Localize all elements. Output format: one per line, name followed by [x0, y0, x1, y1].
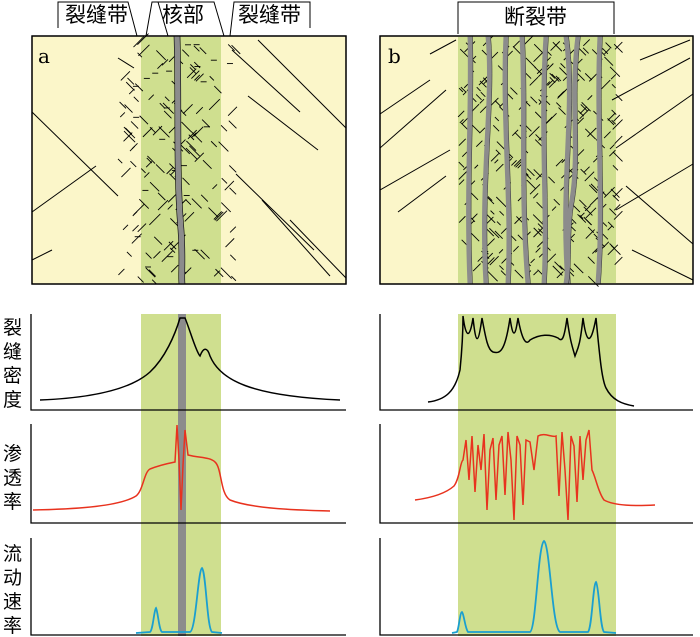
svg-text:透: 透: [3, 467, 22, 489]
panel-b-damage-zone: [458, 37, 616, 283]
panel-a-fault-core: [174, 35, 185, 285]
svg-text:率: 率: [3, 491, 22, 513]
row-label-permeability: 渗 透 率: [3, 443, 22, 513]
panel-a-flow-curve: [135, 566, 223, 634]
svg-text:度: 度: [3, 389, 22, 411]
panel-b-density-curve: [427, 315, 635, 407]
panel-a-fractures: [31, 33, 347, 285]
row-label-fracture-density: 裂 缝 密 度: [3, 317, 22, 411]
svg-text:动: 动: [3, 567, 22, 589]
panel-b-flow-curve: [451, 539, 617, 634]
panel-b-header: 断裂带: [457, 1, 615, 34]
panel-a-label-left: 裂缝带: [65, 3, 128, 27]
svg-text:密: 密: [3, 365, 22, 387]
panel-b-fault-cores: [466, 35, 604, 285]
svg-text:率: 率: [3, 615, 22, 637]
svg-text:缝: 缝: [3, 341, 22, 363]
panel-a-letter: a: [38, 44, 50, 68]
svg-text:流: 流: [3, 543, 22, 565]
panel-a-label-core: 核部: [162, 3, 204, 27]
panel-a-label-right: 裂缝带: [238, 3, 301, 27]
svg-text:裂: 裂: [3, 317, 22, 339]
svg-text:速: 速: [3, 591, 22, 613]
panel-a-header: 裂缝带 核部 裂缝带: [57, 1, 311, 37]
panel-b-label-top: 断裂带: [504, 5, 567, 29]
panel-a-block: a: [31, 33, 347, 285]
panel-b-permeability-curve: [414, 429, 656, 521]
panel-b-axes: [379, 314, 693, 636]
panel-b-block: b: [379, 35, 694, 287]
svg-text:渗: 渗: [3, 443, 22, 465]
row-label-flow-rate: 流 动 速 率: [3, 543, 22, 637]
panel-a-permeability-curve: [32, 424, 331, 512]
panel-b-letter: b: [388, 44, 401, 68]
panel-a-density-curve: [39, 317, 341, 401]
panel-a-axes: [30, 314, 346, 636]
